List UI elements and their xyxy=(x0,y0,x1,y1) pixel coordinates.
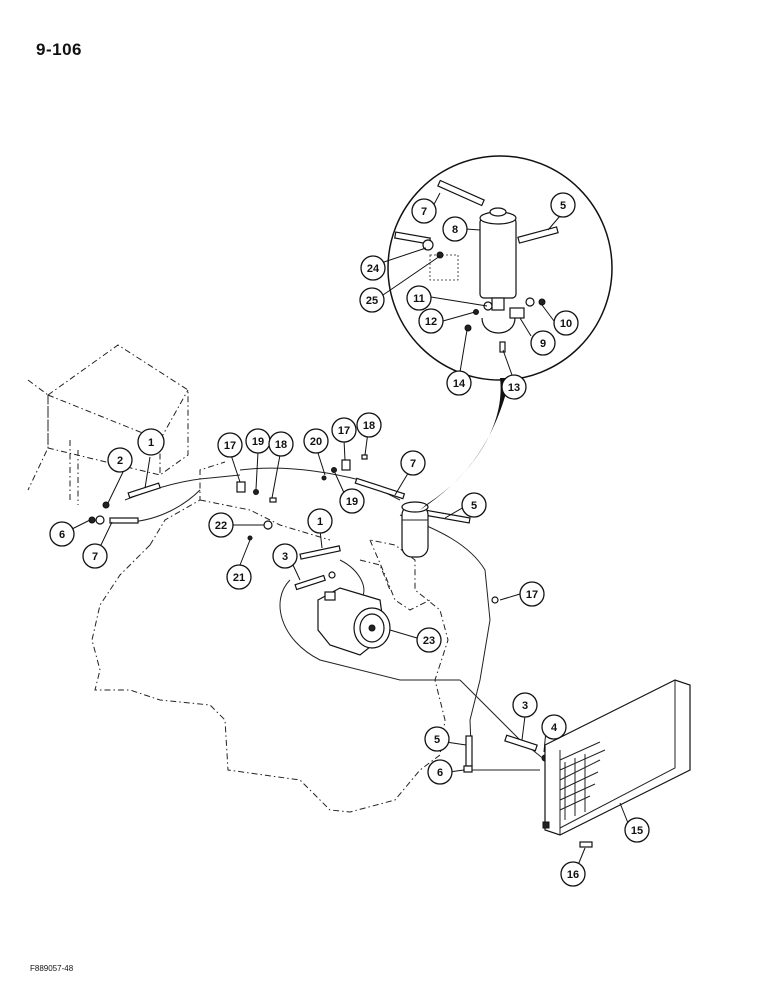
callout-12-detail: 12 xyxy=(418,308,444,334)
svg-text:1: 1 xyxy=(148,437,154,449)
callout-14-detail: 14 xyxy=(446,370,472,396)
callout-6-lower: 6 xyxy=(427,759,453,785)
detail-receiver-drier xyxy=(479,207,517,311)
svg-text:3: 3 xyxy=(522,700,528,712)
callout-5-lower: 5 xyxy=(424,726,450,752)
callout-15: 15 xyxy=(624,817,650,843)
callout-5-detail: 5 xyxy=(550,192,576,218)
svg-text:1: 1 xyxy=(317,516,323,528)
callout-7-detail: 7 xyxy=(411,198,437,224)
callout-3-compressor: 3 xyxy=(272,543,298,569)
callout-23: 23 xyxy=(416,627,442,653)
svg-text:4: 4 xyxy=(551,722,558,734)
callout-18-upper-b: 18 xyxy=(356,412,382,438)
callout-18-upper-a: 18 xyxy=(268,431,294,457)
svg-text:20: 20 xyxy=(310,436,322,448)
clip-right xyxy=(491,596,499,604)
svg-text:24: 24 xyxy=(367,263,380,275)
callout-7-left: 7 xyxy=(82,543,108,569)
svg-text:5: 5 xyxy=(434,734,440,746)
callout-22: 22 xyxy=(208,512,234,538)
svg-text:3: 3 xyxy=(282,551,288,563)
callout-7-receiver: 7 xyxy=(400,450,426,476)
condenser xyxy=(542,679,691,836)
callout-19-upper-a: 19 xyxy=(245,428,271,454)
svg-text:17: 17 xyxy=(526,589,538,601)
svg-text:17: 17 xyxy=(224,440,236,452)
svg-text:5: 5 xyxy=(471,500,477,512)
svg-text:12: 12 xyxy=(425,316,437,328)
callout-16: 16 xyxy=(560,861,586,887)
svg-text:5: 5 xyxy=(560,200,566,212)
engine-outline xyxy=(91,461,449,813)
svg-text:23: 23 xyxy=(423,635,435,647)
callout-9-detail: 9 xyxy=(530,330,556,356)
svg-text:8: 8 xyxy=(452,224,458,236)
detail-hoses xyxy=(394,179,559,259)
callout-2: 2 xyxy=(107,447,133,473)
callout-3-lower: 3 xyxy=(512,692,538,718)
cab-outline xyxy=(27,344,189,505)
page-number: 9-106 xyxy=(36,40,82,59)
svg-text:22: 22 xyxy=(215,520,227,532)
upper-clamps xyxy=(236,454,368,503)
left-hose-fittings xyxy=(88,482,161,525)
callout-4: 4 xyxy=(541,714,567,740)
callout-5-receiver: 5 xyxy=(461,492,487,518)
svg-text:2: 2 xyxy=(117,455,123,467)
svg-text:14: 14 xyxy=(453,378,466,390)
detail-bracket xyxy=(464,297,546,353)
callout-10-detail: 10 xyxy=(553,310,579,336)
receiver-drier xyxy=(401,501,429,558)
callout-24-detail: 24 xyxy=(360,255,386,281)
svg-text:7: 7 xyxy=(92,551,98,563)
svg-text:19: 19 xyxy=(252,436,264,448)
callout-13-detail: 13 xyxy=(501,374,527,400)
svg-text:17: 17 xyxy=(338,425,350,437)
svg-text:6: 6 xyxy=(59,529,65,541)
compressor xyxy=(317,587,391,656)
callout-17-upper-a: 17 xyxy=(217,432,243,458)
callout-1-upper-left: 1 xyxy=(137,428,165,456)
callout-17-right: 17 xyxy=(519,581,545,607)
detail-dashed-drier xyxy=(429,254,459,281)
svg-text:10: 10 xyxy=(560,318,572,330)
detail-pointer xyxy=(420,378,510,510)
callout-20: 20 xyxy=(303,428,329,454)
svg-text:18: 18 xyxy=(275,439,287,451)
condenser-bolt xyxy=(579,841,593,848)
svg-text:25: 25 xyxy=(366,295,378,307)
svg-text:7: 7 xyxy=(421,206,427,218)
svg-text:21: 21 xyxy=(233,572,245,584)
callout-1-compressor: 1 xyxy=(307,508,333,534)
callout-11-detail: 11 xyxy=(406,285,432,311)
svg-text:15: 15 xyxy=(631,825,643,837)
svg-text:6: 6 xyxy=(437,767,443,779)
lower-hose-fittings xyxy=(463,734,549,773)
svg-text:18: 18 xyxy=(363,420,375,432)
svg-text:16: 16 xyxy=(567,869,579,881)
svg-text:9: 9 xyxy=(540,338,546,350)
callout-17-upper-b: 17 xyxy=(331,417,357,443)
callout-8-detail: 8 xyxy=(442,216,468,242)
callout-19-upper-b: 19 xyxy=(339,488,365,514)
callout-6-left: 6 xyxy=(49,521,75,547)
figure-id: F889057-48 xyxy=(30,964,74,973)
svg-text:13: 13 xyxy=(508,382,520,394)
svg-text:11: 11 xyxy=(413,293,425,305)
callout-25-detail: 25 xyxy=(359,287,385,313)
svg-text:7: 7 xyxy=(410,458,416,470)
callout-21: 21 xyxy=(226,564,252,590)
svg-text:19: 19 xyxy=(346,496,358,508)
